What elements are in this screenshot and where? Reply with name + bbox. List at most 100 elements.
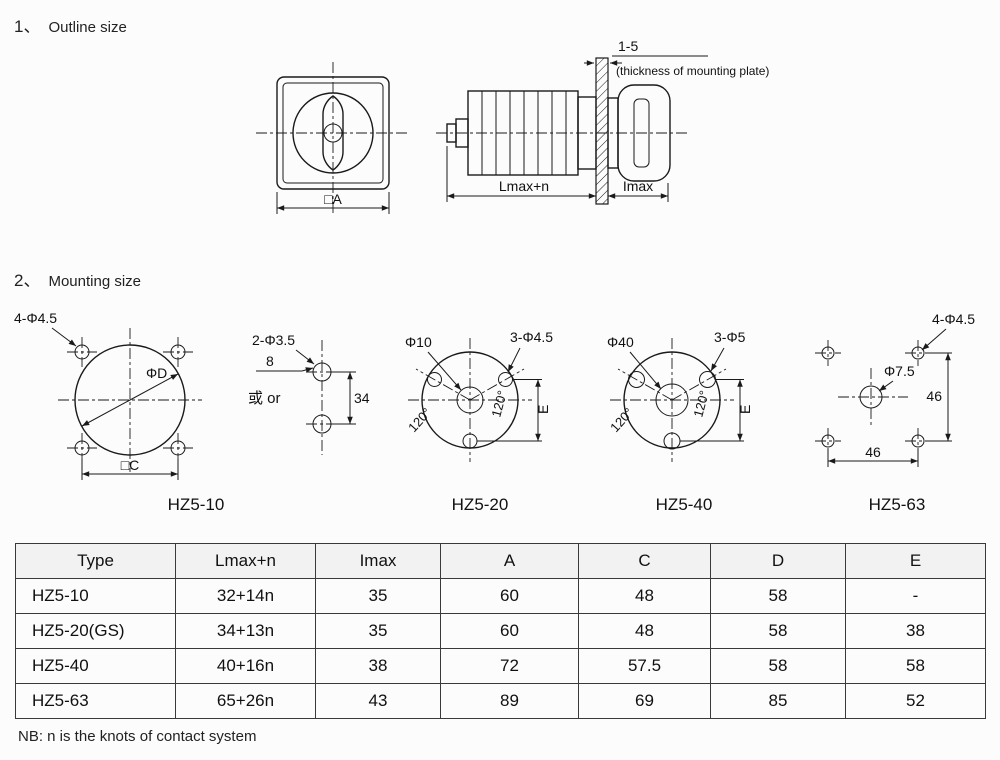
dimension-table-container: Type Lmax+n Imax A C D E HZ5-10 32+14n 3…: [15, 543, 986, 719]
cell-type: HZ5-40: [15, 648, 176, 684]
cell: 58: [845, 648, 986, 684]
section-2-label: Mounting size: [48, 273, 142, 290]
cell: 85: [710, 683, 846, 719]
cell: 58: [710, 578, 846, 614]
column-header-type: Type: [15, 543, 176, 579]
hz520-center-label: Φ10: [405, 334, 432, 350]
hz520-holes-label: 3-Φ4.5: [510, 329, 553, 345]
outline-size-drawing: □A 1-5 (thickness of mounting p: [256, 40, 769, 215]
mounting-hole: [821, 434, 835, 448]
mounting-hole: [911, 346, 925, 360]
mounting-hole: [74, 440, 90, 456]
phid-label: ΦD: [146, 365, 167, 381]
dim-e-label: E: [737, 405, 753, 414]
cell: 48: [578, 578, 711, 614]
cell: 32+14n: [175, 578, 316, 614]
dim-lmax-label: Lmax+n: [499, 178, 549, 194]
cell: 60: [440, 578, 579, 614]
mounting-hole: [312, 362, 332, 382]
table-row-hz5-63: HZ5-63 65+26n 43 89 69 85 52: [15, 683, 986, 719]
hz5-10-mounting-view: ΦD 4-Φ4.5 □C HZ5-10: [14, 310, 224, 514]
section-1-number: 1、: [14, 17, 41, 36]
cell: 89: [440, 683, 579, 719]
mounting-hole: [427, 372, 442, 387]
cell: 72: [440, 648, 579, 684]
table-row-hz5-20gs: HZ5-20(GS) 34+13n 35 60 48 58 38: [15, 613, 986, 649]
hz540-holes-label: 3-Φ5: [714, 329, 746, 345]
alt-dim34-label: 34: [354, 390, 370, 406]
column-header-e: E: [845, 543, 986, 579]
hz520-angle-label: 120°: [405, 405, 434, 435]
cell: 69: [578, 683, 711, 719]
cell: 58: [710, 613, 846, 649]
mounting-size-drawing: ΦD 4-Φ4.5 □C HZ5-10 或 or 2-Φ3.5 8: [14, 310, 975, 514]
column-header-c: C: [578, 543, 711, 579]
hz510-holes-label: 4-Φ4.5: [14, 310, 57, 326]
dimension-table: Type Lmax+n Imax A C D E HZ5-10 32+14n 3…: [15, 543, 986, 719]
flange-circle: [623, 351, 721, 449]
switch-knob: [322, 95, 344, 171]
hz5-10-alt-mounting-view: 或 or 2-Φ3.5 8 34: [248, 332, 370, 455]
hz563-dim-v-label: 46: [926, 388, 942, 404]
knob-housing-side: [617, 84, 671, 182]
cell: 65+26n: [175, 683, 316, 719]
center-hole: [859, 385, 883, 409]
front-inner-square: [282, 82, 384, 184]
cell: -: [845, 578, 986, 614]
switch-side-view: 1-5 (thickness of mounting plate) Lmax+n…: [436, 40, 769, 205]
cell: 43: [315, 683, 441, 719]
cell: 35: [315, 578, 441, 614]
cell-type: HZ5-63: [15, 683, 176, 719]
cell: 40+16n: [175, 648, 316, 684]
dim-e-label: E: [535, 405, 551, 414]
hz563-holes-label: 4-Φ4.5: [932, 311, 975, 327]
dim-c-label: □C: [121, 457, 140, 473]
hz563-center-label: Φ7.5: [884, 363, 915, 379]
knob-handle-side: [633, 98, 650, 168]
cell: 35: [315, 613, 441, 649]
section-1-title: 1、 Outline size: [14, 12, 127, 37]
cell: 58: [710, 648, 846, 684]
mounting-hole: [821, 346, 835, 360]
table-header-row: Type Lmax+n Imax A C D E: [15, 543, 986, 579]
dim-imax-label: Imax: [623, 178, 653, 194]
hz563-dim-h-label: 46: [865, 444, 881, 460]
cell: 48: [578, 613, 711, 649]
section-2-number: 2、: [14, 271, 41, 290]
column-header-imax: Imax: [315, 543, 441, 579]
knob-center-circle: [323, 123, 343, 143]
plate-thickness-note: (thickness of mounting plate): [616, 64, 769, 78]
hz5-10-caption: HZ5-10: [168, 495, 225, 514]
hz5-63-mounting-view: 4-Φ4.5 Φ7.5 46 46 HZ5-63: [815, 311, 975, 514]
plate-thickness-label: 1-5: [618, 40, 638, 54]
mounting-plate-hatch: [595, 57, 609, 205]
section-2-title: 2、 Mounting size: [14, 266, 141, 291]
mounting-hole: [911, 434, 925, 448]
hz540-center-label: Φ40: [607, 334, 634, 350]
mounting-hole: [170, 440, 186, 456]
front-outer-square: [276, 76, 390, 190]
hz5-40-caption: HZ5-40: [656, 495, 713, 514]
cell-type: HZ5-10: [15, 578, 176, 614]
footnote: NB: n is the knots of contact system: [18, 728, 257, 745]
hz5-63-caption: HZ5-63: [869, 495, 926, 514]
table-row-hz5-40: HZ5-40 40+16n 38 72 57.5 58 58: [15, 648, 986, 684]
section-1-label: Outline size: [48, 19, 127, 36]
column-header-lmax: Lmax+n: [175, 543, 316, 579]
hz5-20-mounting-view: Φ10 3-Φ4.5 120° 120° E HZ5-20: [405, 329, 553, 514]
panel-cutout-circle: [74, 344, 186, 456]
mounting-hole: [628, 371, 645, 388]
cell-type: HZ5-20(GS): [15, 613, 176, 649]
alt-holes-label: 2-Φ3.5: [252, 332, 295, 348]
mounting-hole: [170, 344, 186, 360]
hz540-angle-label: 120°: [607, 405, 636, 435]
cell: 60: [440, 613, 579, 649]
alt-dim8-label: 8: [266, 353, 274, 369]
mounting-hole: [74, 344, 90, 360]
cell: 57.5: [578, 648, 711, 684]
hz5-40-mounting-view: Φ40 3-Φ5 120° 120° E HZ5-40: [607, 329, 753, 514]
cell: 34+13n: [175, 613, 316, 649]
center-hole: [456, 386, 484, 414]
column-header-d: D: [710, 543, 846, 579]
